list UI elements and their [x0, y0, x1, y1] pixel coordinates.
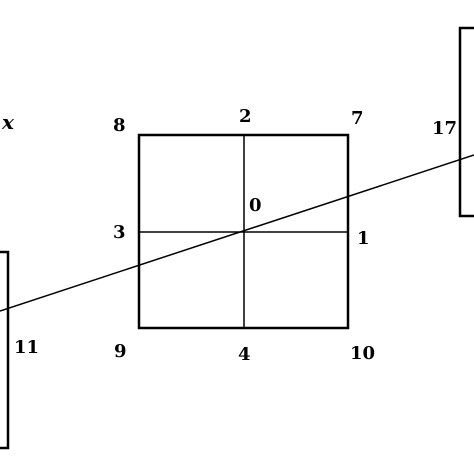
- node-label-9: 9: [114, 341, 127, 362]
- node-label-4: 4: [238, 344, 251, 365]
- skew-line: [0, 154, 474, 312]
- node-label-11: 11: [14, 337, 39, 358]
- node-label-2: 2: [239, 106, 252, 127]
- right-neighbor-cell: [458, 26, 474, 218]
- axis-label-x: x: [1, 110, 15, 134]
- node-label-10: 10: [350, 343, 375, 364]
- node-label-7: 7: [351, 108, 364, 129]
- node-label-3: 3: [113, 222, 126, 243]
- node-label-8: 8: [113, 115, 126, 136]
- left-neighbor-cell: [0, 250, 10, 450]
- node-label-1: 1: [357, 228, 370, 249]
- node-label-0: 0: [249, 195, 262, 216]
- node-label-17: 17: [432, 118, 457, 139]
